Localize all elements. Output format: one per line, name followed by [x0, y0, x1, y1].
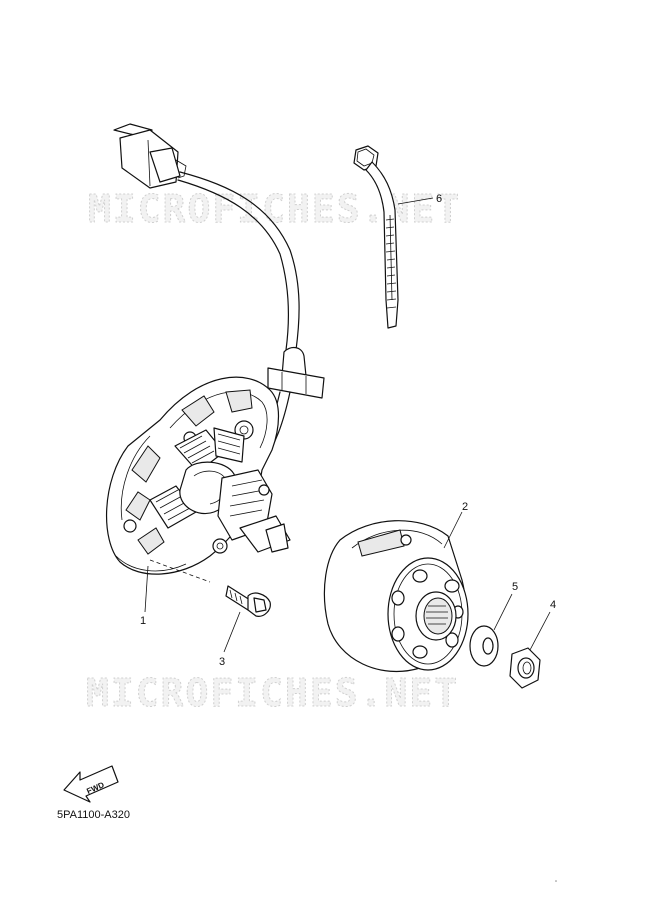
diagram-code: 5PA1100-A320 — [57, 809, 130, 821]
callout-3: 3 — [219, 656, 225, 668]
rotor-holes — [391, 569, 464, 659]
part-5-washer[interactable] — [469, 625, 499, 667]
part-6-cable-tie[interactable] — [353, 145, 399, 329]
speck-mark — [555, 880, 557, 882]
part-2-rotor[interactable] — [323, 520, 469, 673]
callout-2: 2 — [462, 501, 468, 513]
watermark-top: MICROFICHES.NET — [88, 187, 461, 231]
callout-4: 4 — [550, 599, 556, 611]
callout-5: 5 — [512, 581, 518, 593]
fwd-arrow-icon: FWD — [63, 765, 119, 803]
callout-1: 1 — [140, 615, 146, 627]
part-3-screw[interactable] — [225, 585, 271, 617]
leader-lines — [144, 197, 551, 653]
part-1-stator-assembly[interactable] — [106, 376, 291, 575]
part-4-nut[interactable] — [509, 647, 541, 689]
callout-6: 6 — [436, 193, 442, 205]
watermark-bottom: MICROFICHES.NET — [86, 671, 459, 715]
